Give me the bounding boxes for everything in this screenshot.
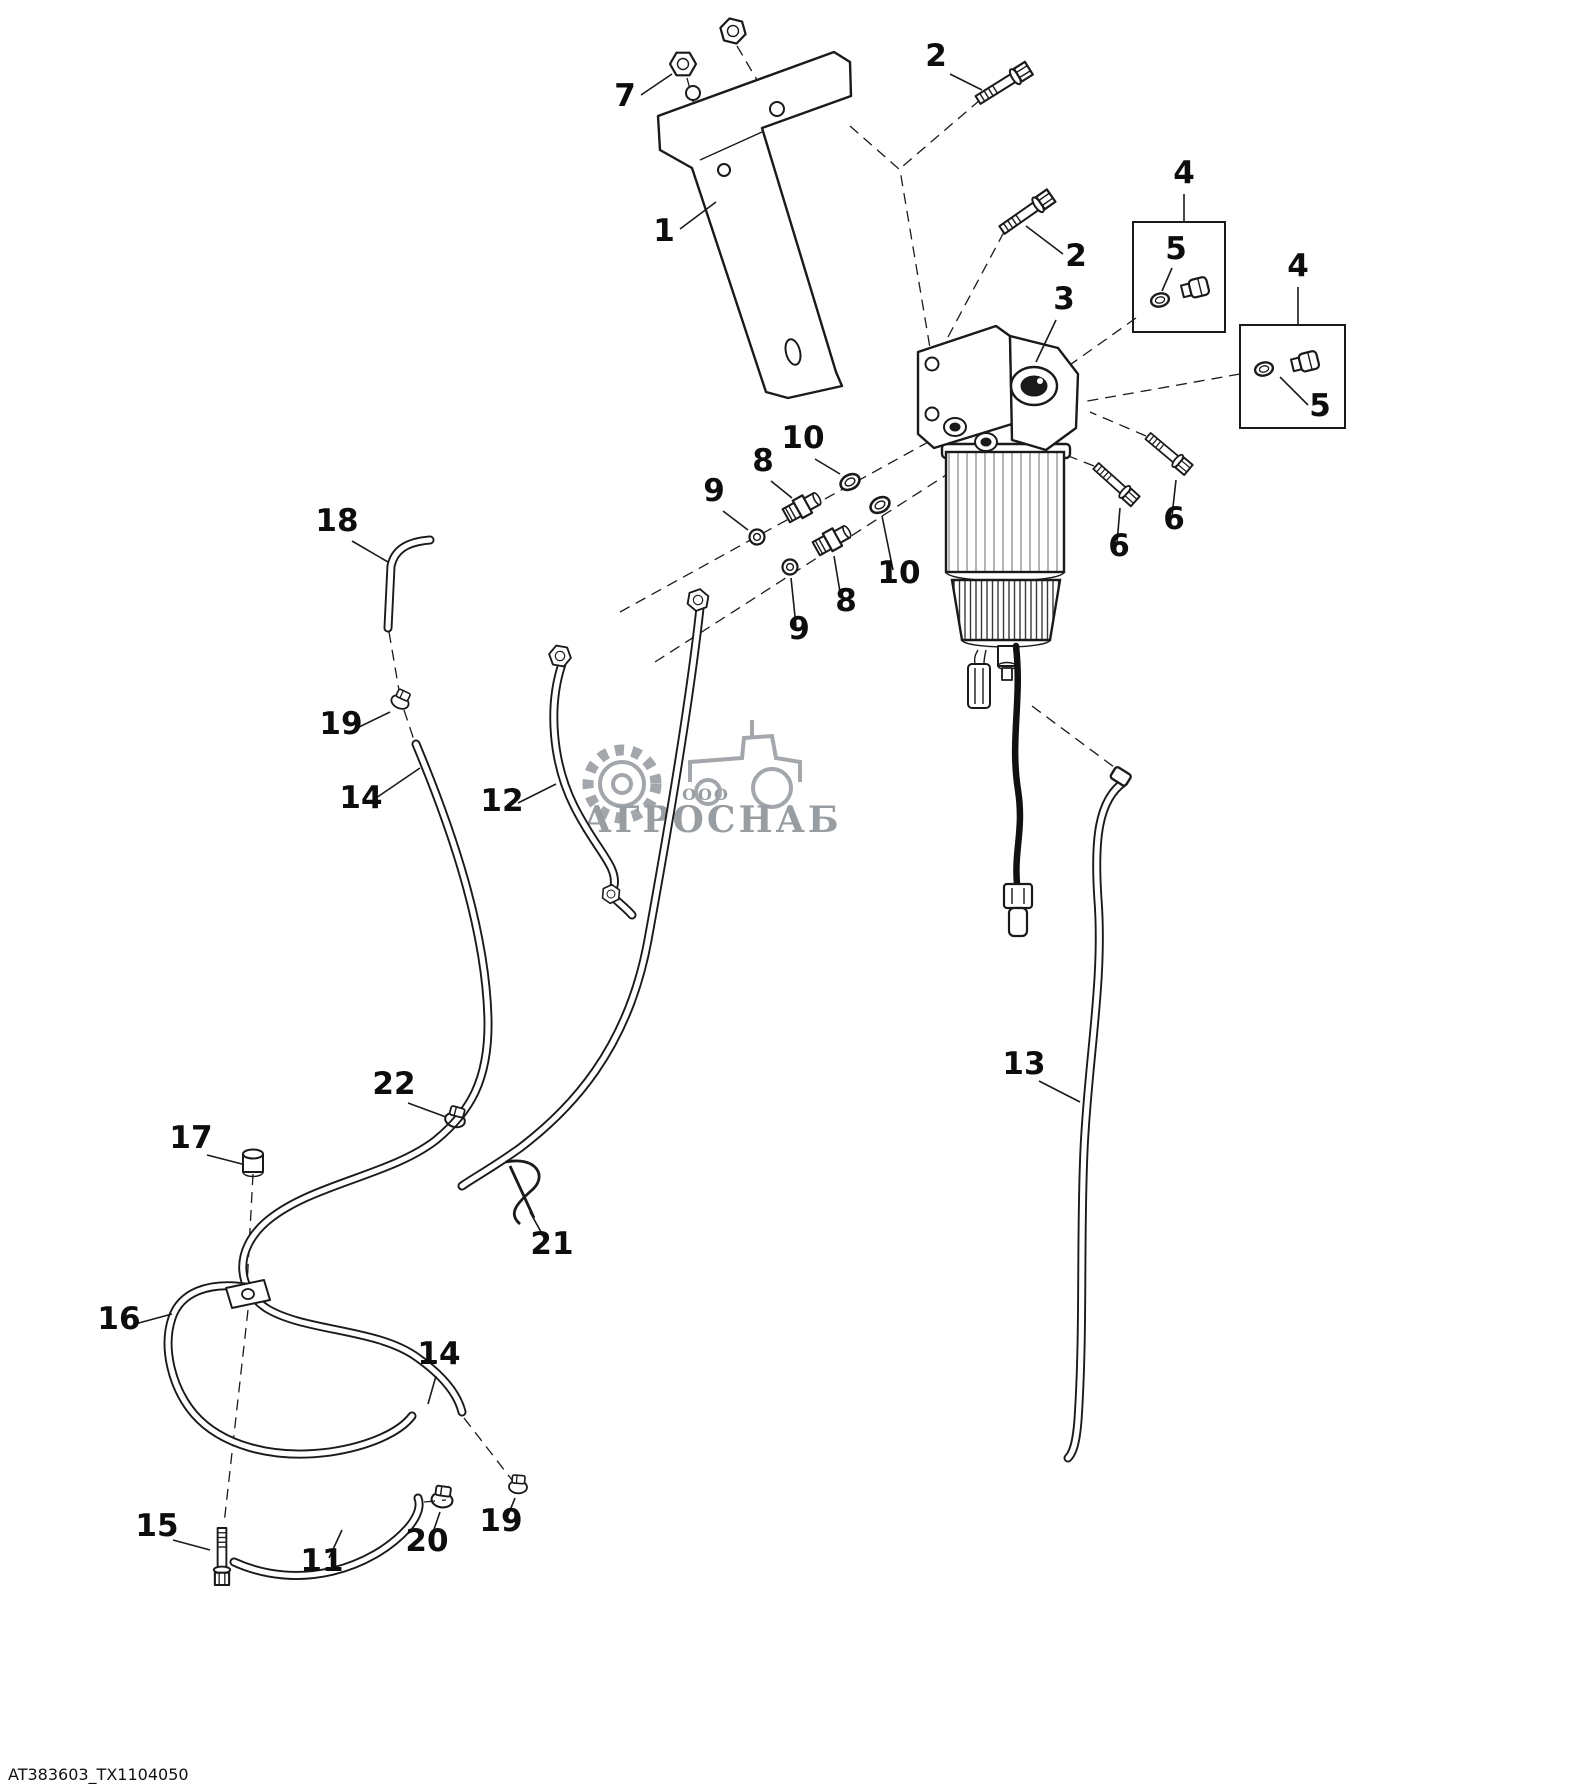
callout-leader-18 [351,540,389,563]
callout-19: 19 [479,1503,522,1539]
callout-leader-2 [1025,225,1064,255]
callout-leader-14 [427,1375,437,1405]
callout-18: 18 [315,503,358,539]
callout-3: 3 [1053,281,1075,317]
callout-15: 15 [135,1508,178,1544]
callout-7: 7 [614,78,636,114]
callout-9: 9 [788,611,810,647]
callout-8: 8 [752,443,774,479]
retainer-pin-21 [505,1159,541,1226]
kit-box-right [1239,324,1346,429]
port-fitting-8 [810,520,856,559]
callout-leader-12 [517,783,557,804]
callout-leader-10 [814,458,841,475]
callout-5: 5 [1309,388,1331,424]
hose-end-nut [683,586,713,614]
mounting-bolt-2 [995,187,1058,239]
callout-12: 12 [480,783,523,819]
washer-9 [748,528,766,546]
callout-leader-22 [407,1102,447,1118]
callout-leader-5 [1279,376,1309,406]
watermark-company-name: АГРОСНАБ [582,799,841,841]
callout-11: 11 [300,1543,343,1579]
callout-leader-1 [679,201,717,230]
hose-clamp-19 [388,686,415,713]
callout-5: 5 [1165,231,1187,267]
callout-19: 19 [319,706,362,742]
callout-leader-20 [430,1511,441,1539]
callout-leader-6 [1116,507,1121,544]
callout-leader-2 [949,73,983,91]
callout-leader-7 [640,73,673,96]
callout-8: 8 [835,583,857,619]
callout-6: 6 [1163,501,1185,537]
oring-10 [866,492,894,518]
callout-14: 14 [417,1336,460,1372]
filter-bolt-6 [1142,429,1195,477]
callout-6: 6 [1108,528,1130,564]
callout-4: 4 [1287,248,1309,284]
callout-leader-9 [722,510,749,531]
washer-9 [781,558,799,576]
filter-bolt-6 [1089,459,1142,508]
callout-leader-13 [1038,1080,1081,1103]
callout-13: 13 [1002,1046,1045,1082]
fuel-hoses [168,540,1132,1575]
callout-14: 14 [339,780,382,816]
hose-clamp-20 [429,1483,456,1510]
watermark-company-prefix: ООО [682,785,730,804]
callout-leader-5 [1161,267,1173,292]
callout-2: 2 [1065,238,1087,274]
callout-leader-19 [506,1497,516,1519]
hose-end-nut [546,643,574,669]
callout-17: 17 [169,1120,212,1156]
callout-leader-9 [790,577,797,627]
callout-leader-19 [356,711,391,729]
bolt-15 [212,1526,232,1587]
hose-clamp-19 [507,1473,529,1495]
callout-16: 16 [97,1301,140,1337]
plug-fitting [1179,275,1211,302]
callout-2: 2 [925,38,947,74]
hose13-end-fitting [1109,766,1132,787]
fuel-filter-assembly [916,324,1080,681]
tractor-icon [688,720,802,809]
callout-leader-16 [134,1313,173,1325]
callout-leader-21 [529,1211,547,1242]
drawing-id: AT383603_TX1104050 [8,1765,189,1785]
plug-fitting [1289,349,1321,376]
callout-leader-14 [375,767,421,799]
callout-leader-3 [1035,319,1057,363]
gear-icon [582,744,662,824]
kit-box-left [1132,221,1226,333]
cap-17 [242,1148,264,1178]
callout-leader-8 [833,555,842,599]
oring-5 [1148,290,1172,310]
callout-9: 9 [703,473,725,509]
callout-leader-8 [770,480,793,499]
callout-10: 10 [781,420,824,456]
callout-22: 22 [372,1066,415,1102]
assembly-axis-lines [223,45,1241,1525]
oring-5 [1252,359,1276,379]
flange-nut [716,15,750,47]
mounting-bracket [656,50,853,400]
callout-4: 4 [1173,155,1195,191]
watermark: ООО АГРОСНАБ [582,720,841,841]
callout-leader-6 [1171,479,1177,517]
callout-21: 21 [530,1226,573,1262]
callout-leader-11 [328,1529,343,1559]
callout-10: 10 [877,555,920,591]
mounting-bolt-2 [972,59,1035,109]
callout-20: 20 [405,1523,448,1559]
callout-1: 1 [653,213,675,249]
callout-leader-15 [172,1539,211,1551]
sensor-wiring [967,642,1034,938]
flange-nut [668,51,698,77]
callout-leader-10 [881,515,894,571]
callout-leader-17 [206,1154,243,1165]
tube16-bracket-tab [225,1279,271,1309]
